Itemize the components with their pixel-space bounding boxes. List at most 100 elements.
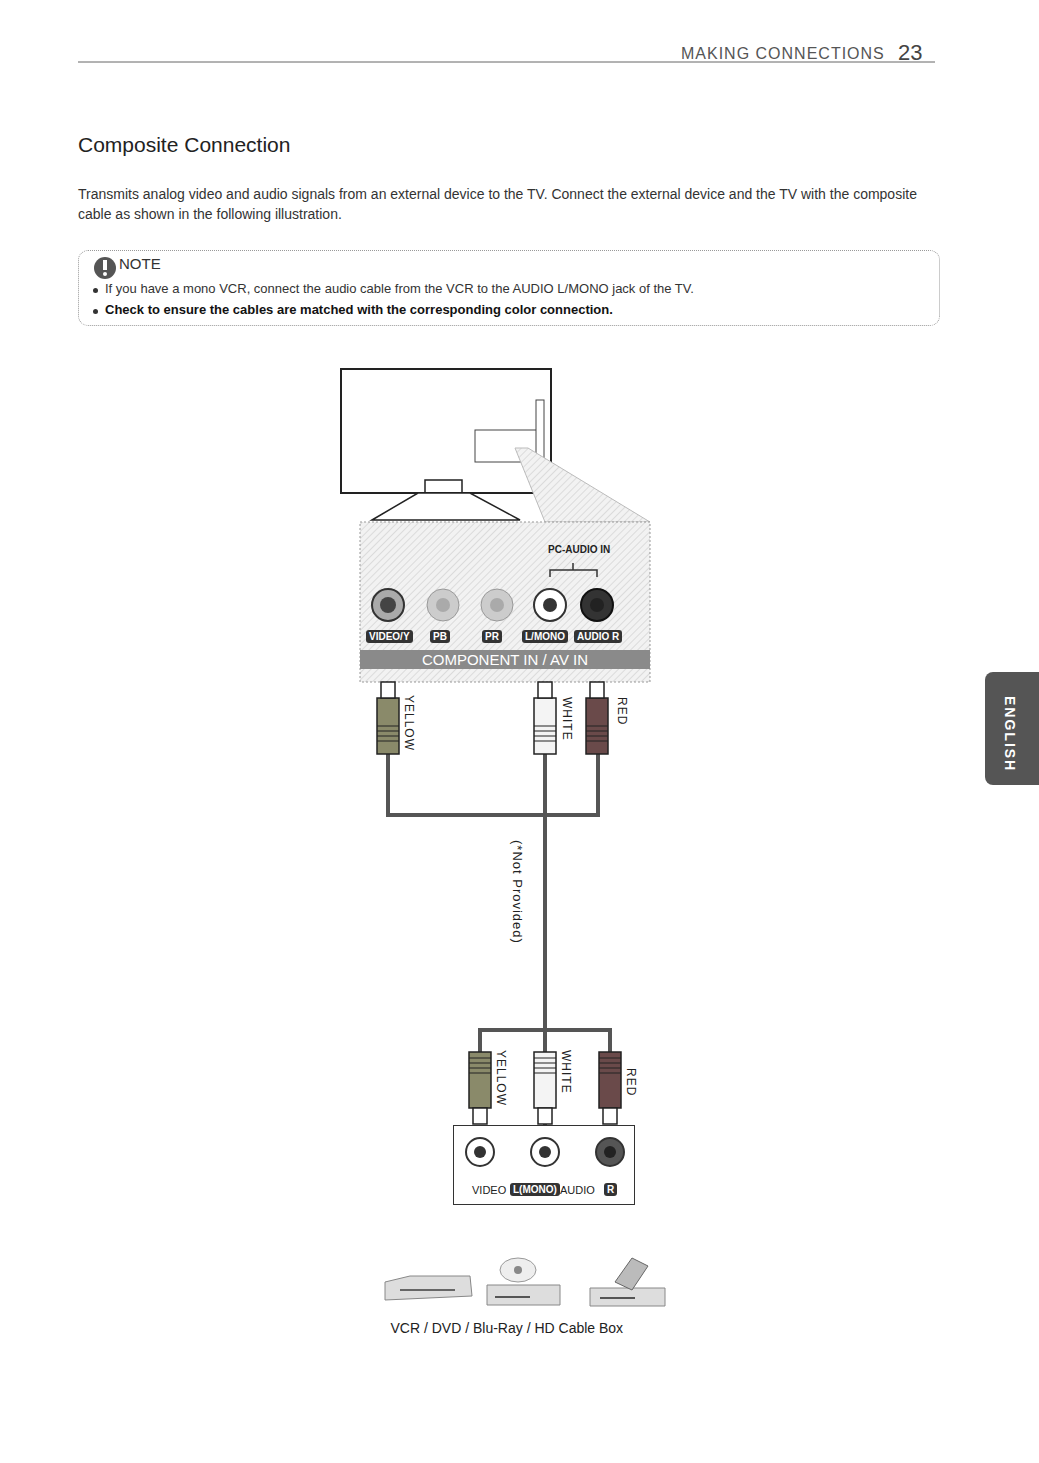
tab-text: ENGLISH [1002,696,1018,772]
illustration-part [596,1138,624,1166]
jack-panel: PC-AUDIO INVIDEO/YPBPRL/MONOAUDIO RCOMPO… [360,522,650,682]
illustration-part [534,589,566,621]
note-icon [94,257,116,279]
illustration-part [400,1289,455,1291]
illustration-part [599,1073,621,1074]
tv-drawing [341,369,650,522]
illustration-part [469,1058,491,1059]
illustration-part [534,1063,556,1064]
device-caption: VCR / DVD / Blu-Ray / HD Cable Box [391,1320,624,1336]
jack-label: L(MONO) [510,1183,560,1196]
jack-label: AUDIO [560,1184,595,1196]
illustration-part [474,1146,486,1158]
illustration-part [599,1052,621,1108]
illustration-part [469,1073,491,1074]
illustration-part [473,1108,487,1124]
illustration-part [590,1288,665,1306]
note-text: If you have a mono VCR, connect the audi… [105,281,694,296]
illustration-part [590,598,604,612]
jack-label: VIDEO [472,1184,506,1196]
bullet-dot [93,288,98,293]
note-text: Check to ensure the cables are matched w… [105,302,613,317]
illustration-part [377,736,399,737]
illustration-part [377,741,399,742]
illustration-part [599,1063,621,1064]
illustration-part [586,731,608,732]
illustration-part [534,1068,556,1069]
cable-wire [388,746,598,815]
panel-band: COMPONENT IN / AV IN [360,650,650,669]
illustration-part [490,598,504,612]
cable-wire [480,1030,610,1052]
illustration-part [581,589,613,621]
cable-color: RED [615,697,629,725]
cable-color: YELLOW [402,695,416,751]
jack-label: AUDIO R [574,630,622,643]
illustration-part [531,1138,559,1166]
illustration-part [380,597,396,613]
illustration-part [377,726,399,727]
illustration-part [514,1266,522,1274]
illustration-part [495,1296,530,1298]
pc-audio-bracket [550,563,597,577]
illustration-part [372,493,520,520]
illustration-part [341,369,551,493]
section-title: Composite Connection [78,133,290,157]
illustration-part [604,1146,616,1158]
illustration-part [586,698,608,754]
illustration-part [599,1058,621,1059]
illustration-part [469,1068,491,1069]
illustration-part [436,598,450,612]
illustration-part [385,1276,472,1300]
illustration-part [543,598,557,612]
illustration-part [381,682,395,698]
note-box: NOTE If you have a mono VCR, connect the … [78,250,940,326]
illustration-part [539,1146,551,1158]
header-text: MAKING CONNECTIONS [681,45,885,63]
illustration-part [538,1108,552,1124]
illustration-part [427,589,459,621]
illustration-part [534,1073,556,1074]
illustration-part [500,1258,536,1282]
illustration-part [103,272,107,276]
illustration-part [599,1068,621,1069]
illustration-part [600,1297,635,1299]
illustration-part [469,1052,491,1108]
illustration-part [590,682,604,698]
jack-label: VIDEO/Y [366,630,413,643]
jack-label: PR [482,630,502,643]
edge-label: (*Not Provided) [510,840,525,944]
device-jack-panel: VIDEO L(MONO)AUDIO R [453,1125,635,1205]
illustration-part [534,698,556,754]
illustration-part [538,682,552,698]
rca-plugs [377,682,621,1124]
illustration-part [377,698,399,754]
language-tab: ENGLISH [985,672,1039,785]
cable-color: YELLOW [494,1050,508,1106]
cable-color: WHITE [559,1050,573,1094]
bullet-dot [93,309,98,314]
illustration-part [103,260,107,270]
illustration-part [534,1058,556,1059]
cable-color: WHITE [560,697,574,741]
device-drawings [385,1258,665,1306]
cable-color: RED [624,1068,638,1096]
jack-panel-ground [360,522,650,682]
illustration-part [534,731,556,732]
illustration-part [469,1063,491,1064]
illustration-part [466,1138,494,1166]
illustration-part [487,1285,560,1305]
illustration-part [425,480,462,493]
page-number: 23 [898,40,922,66]
illustration-part [536,400,544,462]
illustration-part [94,257,116,279]
illustration-part [603,1108,617,1124]
illustration-part [372,589,404,621]
illustration-part [377,731,399,732]
illustration-part [534,726,556,727]
illustration-part [615,1258,648,1290]
illustration-part [515,448,650,522]
jack-label: R [604,1183,617,1196]
note-heading: NOTE [119,255,161,272]
